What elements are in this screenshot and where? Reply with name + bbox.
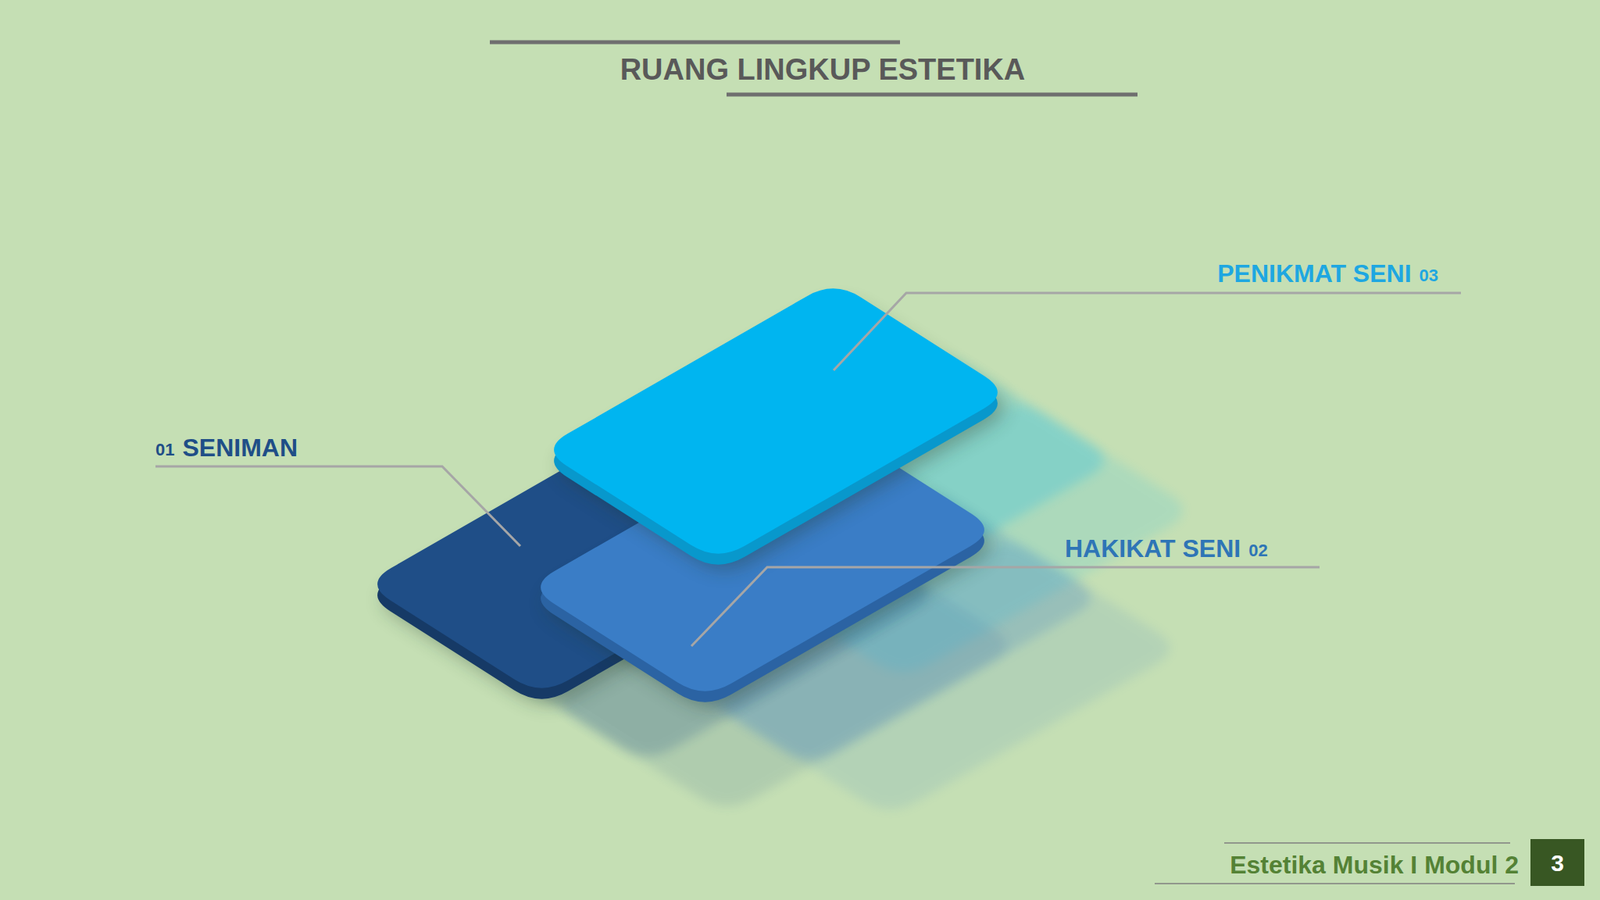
footer-rule xyxy=(1154,882,1515,885)
title-rule xyxy=(726,92,1138,97)
callout-label: SENIMAN xyxy=(182,435,298,461)
callout-number: 02 xyxy=(1248,542,1268,560)
leader-line xyxy=(155,466,521,547)
slide-title: RUANG LINGKUP ESTETIKA xyxy=(620,54,1026,85)
page-number: 3 xyxy=(1550,851,1565,875)
title-rule xyxy=(489,40,900,45)
leader-line xyxy=(833,292,1461,371)
footer-text: Estetika Musik I Modul 2 xyxy=(1229,852,1519,878)
callout-number: 01 xyxy=(155,441,175,459)
page-number-box xyxy=(1530,839,1585,886)
leader-line xyxy=(691,567,1320,647)
footer-rule xyxy=(1224,842,1511,844)
tile-top xyxy=(553,288,998,554)
callout-number: 03 xyxy=(1419,267,1439,285)
leader-lines xyxy=(155,292,1461,647)
callout-label: HAKIKAT SENI xyxy=(1064,535,1241,561)
callout-label: PENIKMAT SENI xyxy=(1217,260,1411,286)
